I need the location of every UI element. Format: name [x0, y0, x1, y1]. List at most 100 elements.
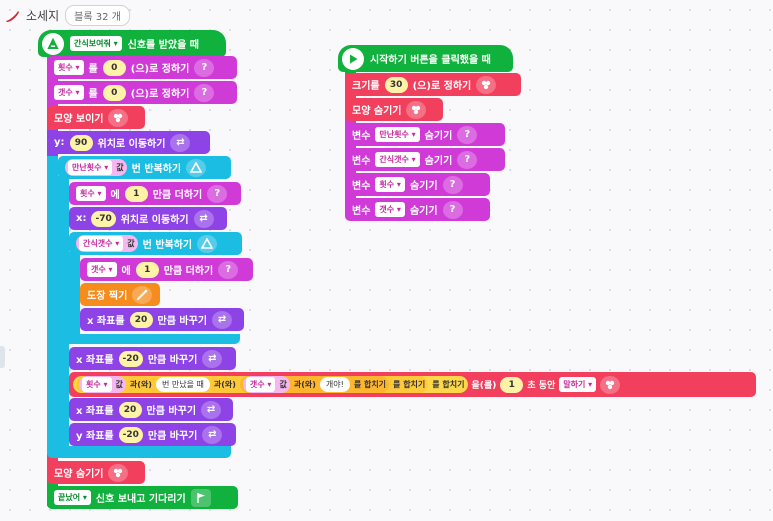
repeat-block[interactable]: 만난횟수 ▾ 값 번 반복하기	[58, 156, 231, 179]
move-to-y-block[interactable]: y: 90 위치로 이동하기 ⇄	[47, 131, 210, 154]
number-input[interactable]: 90	[69, 134, 93, 151]
block-label: 만큼 바꾸기	[146, 406, 197, 417]
say-mode-dropdown[interactable]: 말하기 ▾	[559, 377, 597, 392]
signal-dropdown[interactable]: 끝났어 ▾	[54, 490, 91, 505]
variable-value-reporter[interactable]: 횟수 ▾ 값	[79, 376, 126, 393]
broadcast-and-wait-block[interactable]: 끝났어 ▾ 신호 보내고 기다리기	[47, 486, 238, 509]
change-variable-block[interactable]: 횟수 ▾ 에 1 만큼 더하기 ?	[69, 182, 241, 205]
block-label: 숨기기	[424, 156, 453, 167]
number-input[interactable]: -20	[118, 426, 143, 443]
show-block[interactable]: 모양 보이기	[47, 106, 145, 129]
help-icon[interactable]: ?	[194, 83, 215, 102]
number-input[interactable]: -70	[91, 210, 116, 227]
block-label: 변수	[352, 206, 371, 217]
variable-dropdown[interactable]: 만난횟수 ▾	[375, 127, 420, 142]
number-input[interactable]: 1	[500, 376, 524, 393]
block-label: 신호 보내고 기다리기	[95, 494, 186, 505]
signal-icon	[42, 32, 64, 55]
say-for-seconds-block[interactable]: 횟수 ▾ 값 과(와) 번 만났을 때 과(와) 갯수 ▾ 값 과(와) 개야!…	[69, 372, 756, 397]
block-label: x 좌표를	[87, 316, 125, 327]
flag-icon	[190, 488, 211, 507]
variable-dropdown[interactable]: 간식갯수 ▾	[79, 236, 124, 251]
join-reporter[interactable]: 횟수 ▾ 값 과(와) 번 만났을 때 과(와) 갯수 ▾ 값 과(와) 개야!…	[73, 376, 468, 393]
variable-dropdown[interactable]: 만난횟수 ▾	[68, 160, 113, 175]
number-input[interactable]: 20	[118, 401, 142, 418]
block-label: y:	[54, 137, 65, 148]
hide-variable-block[interactable]: 변수 만난횟수 ▾ 숨기기 ?	[345, 123, 505, 146]
block-label: 도장 찍기	[87, 291, 128, 302]
repeat-icon	[186, 158, 207, 177]
variable-dropdown[interactable]: 횟수 ▾	[54, 60, 84, 75]
hide-variable-block[interactable]: 변수 횟수 ▾ 숨기기 ?	[345, 173, 490, 196]
block-label: 모양 숨기기	[54, 469, 104, 480]
repeat-icon	[197, 234, 218, 253]
number-input[interactable]: 0	[102, 59, 126, 76]
set-size-block[interactable]: 크기를 30 (으)로 정하기	[345, 73, 521, 96]
variable-value-reporter[interactable]: 만난횟수 ▾ 값	[65, 159, 127, 176]
join-reporter[interactable]: 갯수 ▾ 값 과(와) 개야! 를 합치기	[239, 376, 390, 393]
block-label: (으)로 정하기	[412, 81, 472, 92]
help-icon[interactable]: ?	[442, 175, 463, 194]
block-label: x:	[76, 213, 87, 224]
motion-icon: ⇄	[202, 425, 223, 444]
help-icon[interactable]: ?	[457, 150, 478, 169]
help-icon[interactable]: ?	[207, 184, 228, 203]
variable-dropdown[interactable]: 간식갯수 ▾	[375, 152, 420, 167]
text-input[interactable]: 개야!	[319, 377, 350, 392]
signal-dropdown[interactable]: 간식보여줘 ▾	[70, 36, 122, 51]
when-start-clicked-block[interactable]: 시작하기 버튼을 클릭했을 때	[338, 45, 513, 72]
variable-dropdown[interactable]: 갯수 ▾	[87, 262, 117, 277]
reporter-label: 값	[115, 380, 123, 389]
number-input[interactable]: 1	[135, 261, 159, 278]
block-label: (으)로 정하기	[130, 89, 190, 100]
change-variable-block[interactable]: 갯수 ▾ 에 1 만큼 더하기 ?	[80, 258, 253, 281]
reporter-label: 값	[127, 239, 135, 248]
set-variable-block[interactable]: 횟수 ▾ 를 0 (으)로 정하기 ?	[47, 56, 237, 79]
number-input[interactable]: 20	[129, 311, 153, 328]
block-label: 을(를)	[471, 381, 497, 391]
number-input[interactable]: -20	[118, 350, 143, 367]
hide-variable-block[interactable]: 변수 갯수 ▾ 숨기기 ?	[345, 198, 490, 221]
block-label: 신호를 받았을 때	[127, 40, 199, 51]
variable-value-reporter[interactable]: 간식갯수 ▾ 값	[76, 235, 138, 252]
change-x-block[interactable]: x 좌표를 20 만큼 바꾸기 ⇄	[80, 308, 244, 331]
block-label: 에	[121, 266, 131, 277]
text-input[interactable]: 번 만났을 때	[155, 377, 210, 392]
hide-variable-block[interactable]: 변수 간식갯수 ▾ 숨기기 ?	[345, 148, 505, 171]
reporter-label: 를 합치기	[393, 380, 426, 389]
variable-dropdown[interactable]: 횟수 ▾	[375, 177, 405, 192]
variable-dropdown[interactable]: 갯수 ▾	[245, 377, 276, 392]
hide-block[interactable]: 모양 숨기기	[47, 461, 145, 484]
when-signal-received-block[interactable]: 간식보여줘 ▾ 신호를 받았을 때	[38, 30, 226, 57]
variable-value-reporter[interactable]: 갯수 ▾ 값	[242, 376, 290, 393]
change-y-block[interactable]: y 좌표를 -20 만큼 바꾸기 ⇄	[69, 423, 236, 446]
set-variable-block[interactable]: 갯수 ▾ 를 0 (으)로 정하기 ?	[47, 81, 237, 104]
looks-icon	[476, 75, 497, 94]
variable-dropdown[interactable]: 갯수 ▾	[375, 202, 405, 217]
block-label: 에	[110, 190, 120, 201]
repeat-block[interactable]: 간식갯수 ▾ 값 번 반복하기	[69, 232, 242, 255]
side-panel-handle[interactable]	[0, 346, 5, 368]
number-input[interactable]: 1	[124, 185, 148, 202]
move-to-x-block[interactable]: x: -70 위치로 이동하기 ⇄	[69, 207, 227, 230]
number-input[interactable]: 0	[102, 84, 126, 101]
number-input[interactable]: 30	[384, 76, 408, 93]
help-icon[interactable]: ?	[218, 260, 239, 279]
variable-dropdown[interactable]: 횟수 ▾	[76, 186, 106, 201]
hide-block[interactable]: 모양 숨기기	[345, 98, 443, 121]
motion-icon: ⇄	[170, 133, 191, 152]
block-label: 모양 보이기	[54, 114, 104, 125]
stamp-block[interactable]: 도장 찍기	[80, 283, 160, 306]
block-label: 만큼 바꾸기	[147, 355, 198, 366]
help-icon[interactable]: ?	[457, 125, 478, 144]
variable-dropdown[interactable]: 횟수 ▾	[82, 377, 112, 392]
join-reporter[interactable]: 횟수 ▾ 값 과(와) 번 만났을 때 과(와) 갯수 ▾ 값 과(와) 개야!…	[76, 376, 429, 393]
help-icon[interactable]: ?	[442, 200, 463, 219]
looks-icon	[600, 375, 621, 394]
block-count-badge: 블록 32 개	[65, 5, 130, 26]
change-x-block[interactable]: x 좌표를 20 만큼 바꾸기 ⇄	[69, 398, 233, 421]
block-label: 시작하기 버튼을 클릭했을 때	[370, 55, 491, 66]
variable-dropdown[interactable]: 갯수 ▾	[54, 85, 84, 100]
help-icon[interactable]: ?	[194, 58, 215, 77]
change-x-block[interactable]: x 좌표를 -20 만큼 바꾸기 ⇄	[69, 347, 236, 370]
